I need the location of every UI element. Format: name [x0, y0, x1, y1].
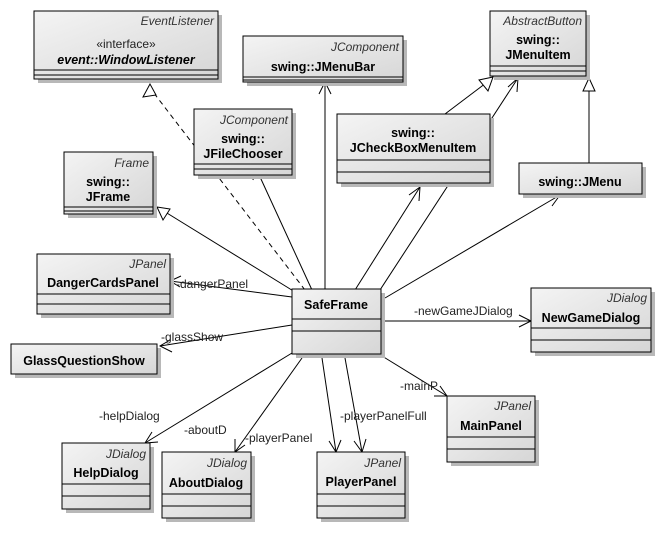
assoc-dangercards-line: [169, 280, 293, 298]
class-name-line2: JMenuItem: [505, 48, 570, 62]
stereotype-label: JComponent: [219, 113, 289, 127]
role-dangerpanel: -dangerPanel: [176, 277, 248, 291]
class-name-line2: JFileChooser: [203, 147, 282, 161]
stereotype-label: JDialog: [206, 456, 247, 470]
class-name: DangerCardsPanel: [47, 276, 159, 290]
class-windowlistener[interactable]: EventListener «interface» event::WindowL…: [33, 10, 222, 83]
assoc-glass-arrow: [158, 339, 173, 353]
class-name: swing::JMenu: [538, 175, 621, 189]
assoc-jmenu-line: [384, 194, 561, 299]
generalization-jframe-line: [161, 209, 296, 293]
class-name: NewGameDialog: [542, 311, 641, 325]
class-aboutdialog[interactable]: JDialog AboutDialog: [161, 451, 255, 522]
class-name: AboutDialog: [169, 476, 243, 490]
class-mainpanel[interactable]: JPanel MainPanel: [446, 395, 539, 466]
assoc-playerpanel-line: [321, 357, 337, 453]
class-dangercardspanel[interactable]: JPanel DangerCardsPanel: [36, 253, 174, 318]
assoc-aboutdialog-line: [234, 357, 303, 453]
assoc-helpdialog-line: [144, 352, 293, 444]
class-safeframe[interactable]: SafeFrame: [291, 288, 385, 358]
stereotype-label: AbstractButton: [502, 14, 582, 28]
class-name-line1: swing::: [391, 126, 435, 140]
class-helpdialog[interactable]: JDialog HelpDialog: [61, 442, 154, 513]
interface-label: «interface»: [96, 37, 156, 51]
assoc-jfilechooser-line: [254, 165, 313, 291]
role-playerpanelfull: -playerPanelFull: [340, 409, 427, 423]
class-name: GlassQuestionShow: [23, 354, 145, 368]
realization-windowlistener-line: [149, 87, 306, 291]
class-jframe[interactable]: Frame swing:: JFrame: [63, 151, 157, 218]
stereotype-label: JComponent: [330, 40, 400, 54]
realization-arrowhead: [142, 82, 157, 98]
assoc-glass-line: [159, 324, 293, 347]
class-name: swing::JMenuBar: [271, 60, 375, 74]
class-jmenuitem[interactable]: AbstractButton swing:: JMenuItem: [489, 10, 590, 80]
class-name-line2: JCheckBoxMenuItem: [350, 141, 476, 155]
class-name: MainPanel: [460, 419, 522, 433]
class-name: HelpDialog: [73, 466, 138, 480]
class-glassquestionshow[interactable]: GlassQuestionShow: [10, 343, 161, 378]
class-name-line1: swing::: [221, 132, 265, 146]
stereotype-label: JDialog: [105, 447, 146, 461]
role-glassshow: -glassShow: [161, 330, 223, 344]
role-newgamejdialog: -newGameJDialog: [414, 304, 513, 318]
assoc-jcheckbox-line: [354, 186, 421, 291]
role-helpdialog: -helpDialog: [99, 409, 160, 423]
class-name-line1: swing::: [86, 175, 130, 189]
class-jcheckboxmenuitem[interactable]: swing:: JCheckBoxMenuItem: [336, 113, 494, 187]
stereotype-label: JPanel: [128, 257, 166, 271]
generalization-jcheckbox-arrowhead: [478, 76, 494, 93]
class-name-line2: JFrame: [86, 190, 131, 204]
stereotype-label: JDialog: [606, 291, 647, 305]
generalization-jmenu-arrowhead: [582, 76, 596, 92]
assoc-mainpanel-line: [381, 355, 448, 397]
class-newgamedialog[interactable]: JDialog NewGameDialog: [530, 287, 655, 356]
class-jfilechooser[interactable]: JComponent swing:: JFileChooser: [193, 108, 296, 179]
role-playerpanel: -playerPanel: [245, 431, 312, 445]
class-name: PlayerPanel: [326, 475, 397, 489]
class-jmenubar[interactable]: JComponent swing::JMenuBar: [242, 35, 407, 86]
class-jmenu[interactable]: swing::JMenu: [518, 162, 646, 198]
assoc-playerpanelfull-line: [344, 357, 363, 453]
role-aboutd: -aboutD: [184, 423, 227, 437]
stereotype-label: JPanel: [363, 456, 401, 470]
class-name: event::WindowListener: [57, 53, 196, 67]
generalization-jcheckbox-line: [444, 79, 491, 115]
class-name-line1: swing::: [516, 33, 560, 47]
class-name: SafeFrame: [304, 298, 368, 312]
generalization-jframe-arrowhead: [156, 206, 171, 222]
stereotype-label: JPanel: [493, 399, 531, 413]
role-labels: -dangerPanel -glassShow -newGameJDialog …: [99, 277, 513, 445]
stereotype-label: Frame: [114, 156, 149, 170]
class-playerpanel[interactable]: JPanel PlayerPanel: [316, 451, 409, 522]
stereotype-label: EventListener: [141, 14, 215, 28]
role-mainp: -mainP: [400, 379, 438, 393]
